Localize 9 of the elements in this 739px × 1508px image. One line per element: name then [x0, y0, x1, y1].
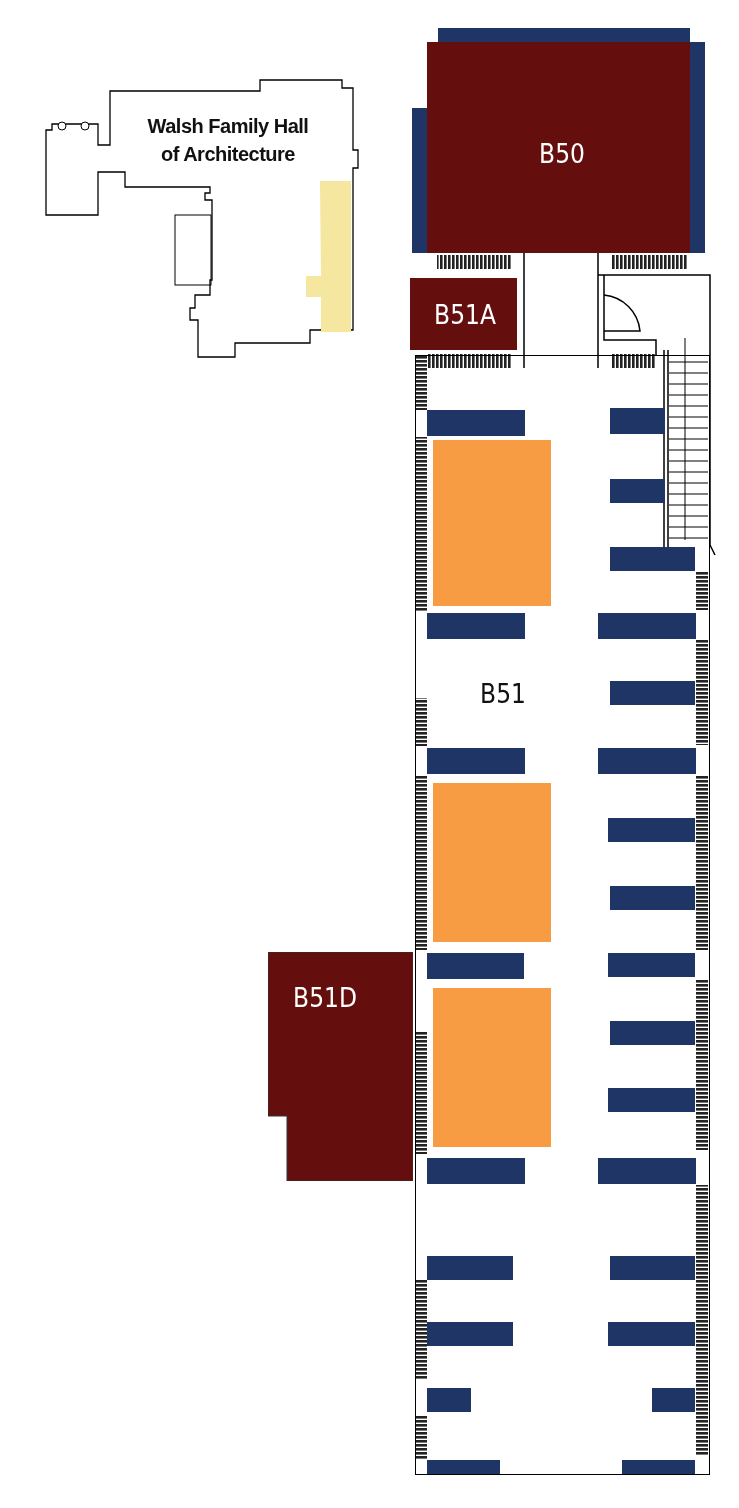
- room-number: B51D: [293, 983, 357, 1013]
- room-number: B51A: [434, 300, 496, 330]
- room-outline: [415, 355, 710, 1475]
- building-name: Walsh Family Hall of Architecture: [146, 114, 310, 167]
- room-number: B51: [480, 679, 526, 709]
- room-block: [410, 278, 517, 350]
- room-block: [268, 952, 413, 1181]
- room-number: B50: [539, 139, 585, 169]
- room-block: [427, 42, 690, 253]
